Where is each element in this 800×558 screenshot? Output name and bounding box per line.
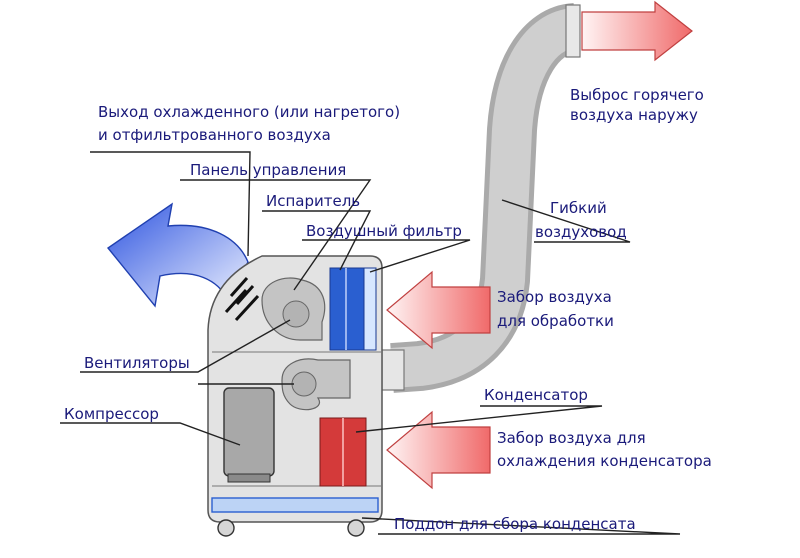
label-compressor: Компрессор	[64, 405, 159, 423]
intake-treatment-arrow	[386, 270, 491, 350]
label-control-panel: Панель управления	[190, 161, 346, 179]
compressor-base	[227, 473, 271, 483]
label-fans: Вентиляторы	[84, 354, 190, 372]
leader-lines	[60, 151, 681, 535]
cooled-air-arrow	[106, 202, 249, 308]
label-evaporator: Испаритель	[266, 192, 360, 210]
label-flexible-duct: Гибкий воздуховод	[535, 199, 627, 241]
label-hot-air-out: Выброс горячего воздуха наружу	[570, 86, 709, 124]
air-filter	[363, 267, 377, 351]
duct-outlet-ring	[565, 4, 581, 58]
duct-connector	[381, 349, 405, 391]
wheel-left	[217, 519, 235, 537]
lower-fan-hub	[291, 371, 317, 397]
condensate-tray	[211, 497, 379, 513]
label-condenser: Конденсатор	[484, 386, 588, 404]
flexible-duct-highlight	[390, 8, 578, 388]
upper-fan-hub	[282, 300, 310, 328]
label-intake-condenser: Забор воздуха для охлаждения конденсатор…	[497, 429, 712, 470]
compressor-body	[223, 387, 275, 477]
label-cooled-air-out: Выход охлажденного (или нагретого) и отф…	[98, 103, 405, 144]
label-condensate-tray: Поддон для сбора конденсата	[394, 515, 636, 533]
label-air-filter: Воздушный фильтр	[306, 222, 462, 240]
wheel-right	[347, 519, 365, 537]
hot-air-exhaust-arrow	[581, 0, 693, 62]
label-intake-treatment: Забор воздуха для обработки	[497, 288, 617, 330]
outlet-grille	[224, 277, 260, 322]
